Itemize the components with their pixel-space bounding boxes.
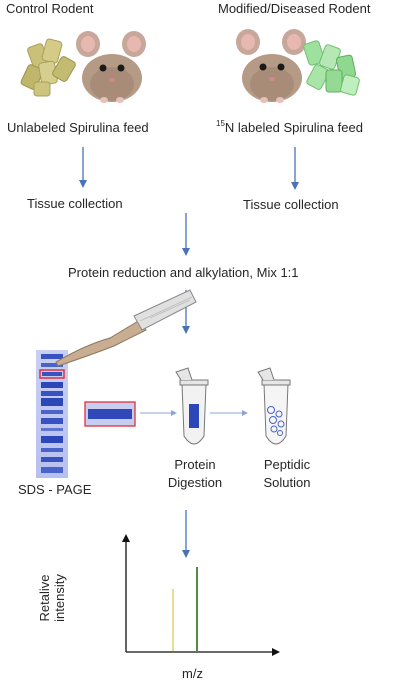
control-mouse-image [76,31,146,103]
protein-digestion-label: Protein Digestion [160,456,230,492]
chart-x-axis-label: m/z [182,666,203,681]
merge-step-label: Protein reduction and alkylation, Mix 1:… [68,265,299,280]
protein-digestion-line-1: Protein [174,457,216,472]
protein-digestion-line-2: Digestion [167,475,223,490]
peptide-tube-icon [257,367,291,445]
excised-gel-band [84,401,136,427]
tissue-collection-right: Tissue collection [243,197,339,212]
labeled-feed-label: 15N labeled Spirulina feed [216,119,363,135]
tissue-collection-left: Tissue collection [27,196,123,211]
digestion-tube-icon [175,367,209,445]
peptidic-solution-line-2: Solution [263,475,311,490]
modified-mouse-image [236,29,306,103]
labeled-feed-text: N labeled Spirulina feed [224,120,363,135]
unlabeled-feed-label: Unlabeled Spirulina feed [7,120,149,135]
scalpel-icon [55,289,197,367]
spectrum-chart [122,534,280,656]
sds-page-gel [36,350,68,478]
peptidic-solution-line-1: Peptidic [263,457,311,472]
isotope-superscript: 15 [216,119,225,128]
excised-band-marker [39,369,65,379]
control-rodent-title: Control Rodent [6,1,94,16]
unlabeled-feed-pellets [20,38,76,97]
peptidic-solution-label: Peptidic Solution [252,456,322,492]
sds-page-label: SDS - PAGE [18,482,92,497]
labeled-feed-pellets [303,40,360,96]
modified-rodent-title: Modified/Diseased Rodent [218,1,371,16]
